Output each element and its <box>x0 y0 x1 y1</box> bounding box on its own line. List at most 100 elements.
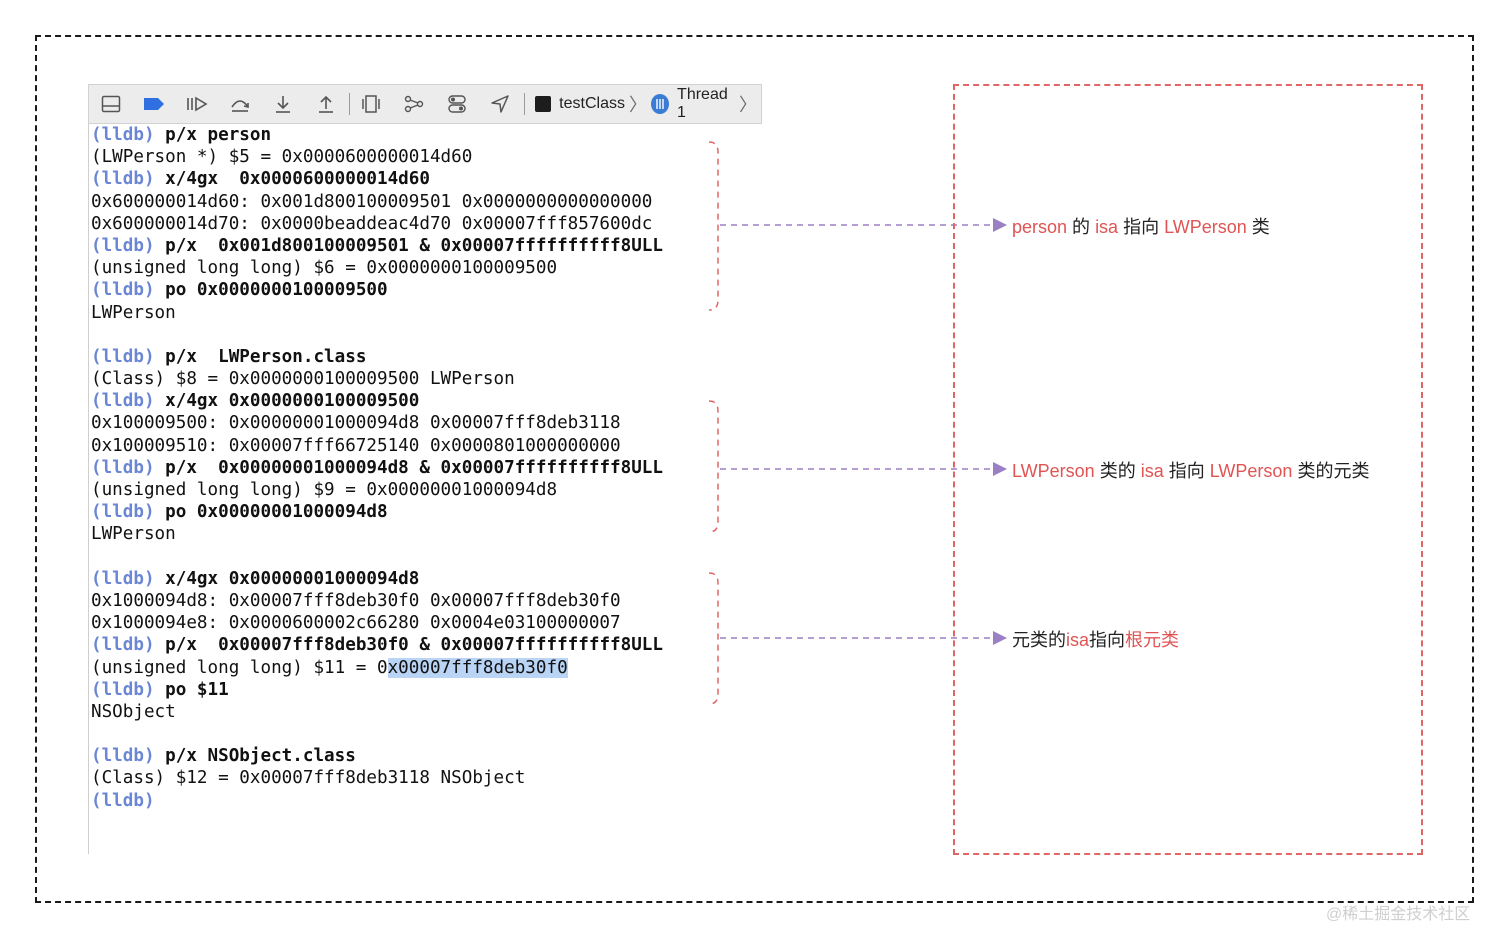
lldb-prompt: (lldb) <box>91 568 155 589</box>
lldb-console-output[interactable]: (lldb) p/x person(LWPerson *) $5 = 0x000… <box>91 124 731 812</box>
console-output-line: 0x600000014d60: 0x001d800100009501 0x000… <box>91 191 731 213</box>
annotation-text: LWPerson <box>1164 217 1247 237</box>
console-command-line: (lldb) po 0x00000001000094d8 <box>91 501 731 523</box>
console-output-line: (unsigned long long) $9 = 0x000000010000… <box>91 479 731 501</box>
console-command-line: (lldb) p/x person <box>91 124 731 146</box>
annotation-text: 根元类 <box>1125 630 1180 650</box>
lldb-output: (Class) $12 = 0x00007fff8deb3118 NSObjec… <box>91 768 526 789</box>
annotation-text: 类的元类 <box>1292 461 1370 481</box>
toolbar-separator <box>349 93 350 115</box>
lldb-prompt: (lldb) <box>91 346 155 367</box>
annotation-text: 指向 <box>1089 630 1126 650</box>
lldb-command: p/x person <box>154 125 272 145</box>
lldb-command: x/4gx 0x0000600000014d60 <box>154 169 430 190</box>
annotation-text: 元类的 <box>1012 630 1066 650</box>
console-output-line: 0x100009510: 0x00007fff66725140 0x000080… <box>91 435 731 457</box>
lldb-command: po 0x00000001000094d8 <box>154 502 388 523</box>
continue-icon[interactable] <box>185 92 208 116</box>
environment-overrides-icon[interactable] <box>446 92 469 116</box>
annotation-text: LWPerson <box>1209 461 1293 481</box>
arrow-head-1 <box>993 218 1007 232</box>
console-output-line: (unsigned long long) $11 = 0x00007fff8de… <box>91 657 731 679</box>
annotation-class-isa: LWPerson 类的 isa 指向 LWPerson 类的元类 <box>1012 457 1369 483</box>
step-into-icon[interactable] <box>271 92 294 116</box>
annotation-text: 的 <box>1067 217 1096 237</box>
annotation-text: person <box>1012 217 1068 237</box>
lldb-command: p/x LWPerson.class <box>154 346 367 367</box>
console-output-line: LWPerson <box>91 302 731 324</box>
lldb-prompt: (lldb) <box>91 790 155 811</box>
lldb-output: (Class) $8 = 0x0000000100009500 LWPerson <box>91 369 515 390</box>
brace-group-1 <box>708 141 719 311</box>
hide-debug-area-icon[interactable] <box>99 92 122 116</box>
lldb-output: (unsigned long long) $11 = 0 <box>91 657 388 678</box>
lldb-output: 0x100009510: 0x00007fff66725140 0x000080… <box>91 435 621 456</box>
console-command-line: (lldb) p/x NSObject.class <box>91 745 731 767</box>
annotation-text: LWPerson <box>1012 461 1095 481</box>
lldb-prompt: (lldb) <box>91 457 155 478</box>
console-command-line: (lldb) x/4gx 0x0000000100009500 <box>91 390 731 412</box>
lldb-command: p/x 0x00000001000094d8 & 0x00007ffffffff… <box>154 457 663 478</box>
console-output-line: 0x1000094e8: 0x0000600002c66280 0x0004e0… <box>91 612 731 634</box>
console-output-line: LWPerson <box>91 523 731 545</box>
brace-group-2 <box>708 400 719 533</box>
console-output-line: NSObject <box>91 701 731 723</box>
console-command-line: (lldb) p/x LWPerson.class <box>91 346 731 368</box>
lldb-output: NSObject <box>91 701 176 722</box>
console-output-line: (unsigned long long) $6 = 0x000000010000… <box>91 257 731 279</box>
lldb-prompt: (lldb) <box>91 235 155 256</box>
console-command-line: (lldb) p/x 0x00000001000094d8 & 0x00007f… <box>91 457 731 479</box>
lldb-prompt: (lldb) <box>91 635 155 656</box>
watermark: @稀土掘金技术社区 <box>1326 906 1471 923</box>
annotation-text: isa <box>1140 461 1164 481</box>
breadcrumb-thread[interactable]: Thread 1 <box>677 86 728 121</box>
lldb-output: 0x600000014d70: 0x0000beaddeac4d70 0x000… <box>91 213 653 234</box>
console-command-line: (lldb) po 0x0000000100009500 <box>91 279 731 301</box>
step-over-icon[interactable] <box>228 92 251 116</box>
lldb-output: (LWPerson *) $5 = 0x0000600000014d60 <box>91 147 473 168</box>
annotation-text: 指向 <box>1118 217 1165 237</box>
console-output-line: 0x1000094d8: 0x00007fff8deb30f0 0x00007f… <box>91 590 731 612</box>
console-command-line: (lldb) p/x 0x00007fff8deb30f0 & 0x00007f… <box>91 634 731 656</box>
annotation-text: 类 <box>1246 217 1270 237</box>
lldb-command: p/x NSObject.class <box>154 746 356 767</box>
console-command-line: (lldb) <box>91 790 731 812</box>
lldb-command: p/x 0x00007fff8deb30f0 & 0x00007ffffffff… <box>154 635 663 656</box>
breakpoint-icon[interactable] <box>142 92 165 116</box>
console-command-line: (lldb) p/x 0x001d800100009501 & 0x00007f… <box>91 235 731 257</box>
toolbar-separator <box>523 93 525 115</box>
annotation-text: isa <box>1066 630 1090 650</box>
selected-text: x00007fff8deb30f0 <box>387 657 568 678</box>
breadcrumb-target[interactable]: testClass <box>559 95 625 112</box>
debug-view-hierarchy-icon[interactable] <box>360 92 383 116</box>
lldb-prompt: (lldb) <box>91 679 155 700</box>
brace-group-3 <box>708 572 719 705</box>
lldb-output: 0x1000094e8: 0x0000600002c66280 0x0004e0… <box>91 613 621 634</box>
lldb-prompt: (lldb) <box>91 125 155 145</box>
arrow-head-2 <box>993 462 1007 476</box>
lldb-prompt: (lldb) <box>91 391 155 412</box>
lldb-output: 0x600000014d60: 0x001d800100009501 0x000… <box>91 191 653 212</box>
simulate-location-icon[interactable] <box>489 92 512 116</box>
console-output-line: (Class) $12 = 0x00007fff8deb3118 NSObjec… <box>91 767 731 789</box>
console-output-line: (Class) $8 = 0x0000000100009500 LWPerson <box>91 368 731 390</box>
lldb-prompt: (lldb) <box>91 169 155 190</box>
annotation-text: 类的 <box>1094 461 1141 481</box>
console-output-line: (LWPerson *) $5 = 0x0000600000014d60 <box>91 146 731 168</box>
annotation-text: isa <box>1095 217 1119 237</box>
chevron-right-icon: 〉 <box>738 95 757 115</box>
console-command-line: (lldb) po $11 <box>91 679 731 701</box>
memory-graph-icon[interactable] <box>403 92 426 116</box>
annotation-frame <box>953 84 1423 855</box>
outer-dashed-frame <box>35 35 1474 903</box>
lldb-command: p/x 0x001d800100009501 & 0x00007ffffffff… <box>154 235 663 256</box>
annotation-person-isa: person 的 isa 指向 LWPerson 类 <box>1012 213 1270 239</box>
chevron-right-icon: 〉 <box>628 95 647 115</box>
lldb-command: x/4gx 0x0000000100009500 <box>154 391 420 412</box>
annotation-text: 指向 <box>1163 461 1210 481</box>
step-out-icon[interactable] <box>314 92 337 116</box>
lldb-prompt: (lldb) <box>91 280 155 301</box>
console-command-line: (lldb) x/4gx 0x0000600000014d60 <box>91 168 731 190</box>
arrow-head-3 <box>993 631 1007 645</box>
